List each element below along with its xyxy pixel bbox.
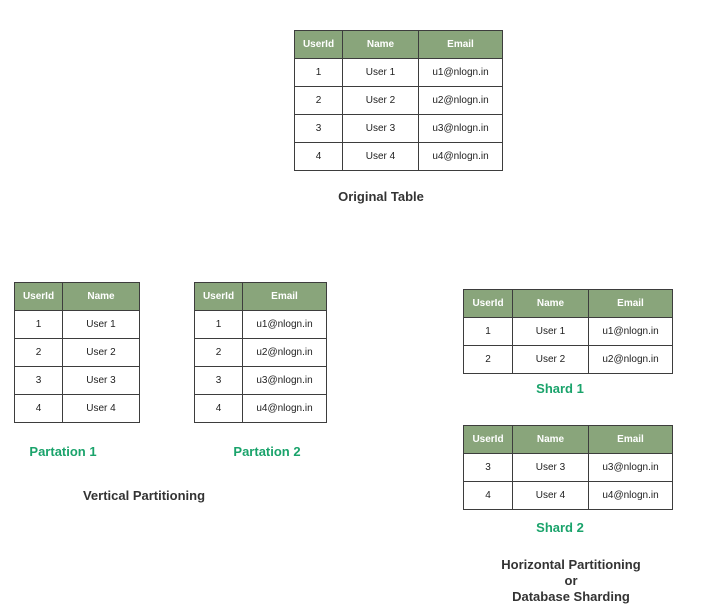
partition1-caption: Partation 1 (29, 444, 97, 459)
table-row: 1 User 1 u1@nlogn.in (294, 58, 503, 87)
horizontal-caption-line1: Horizontal Partitioning (501, 557, 641, 572)
cell-userid: 2 (463, 345, 513, 374)
column-header-name: Name (512, 425, 589, 454)
table-header-row: UserId Name Email (463, 425, 673, 454)
table-row: 4 u4@nlogn.in (194, 394, 327, 423)
cell-userid: 1 (294, 58, 343, 87)
cell-name: User 3 (62, 366, 140, 395)
table-row: 4 User 4 u4@nlogn.in (294, 142, 503, 171)
table-row: 3 u3@nlogn.in (194, 366, 327, 395)
cell-email: u1@nlogn.in (242, 310, 327, 339)
cell-name: User 3 (512, 453, 589, 482)
column-header-userid: UserId (463, 289, 513, 318)
column-header-userid: UserId (14, 282, 63, 311)
cell-userid: 1 (14, 310, 63, 339)
original-table-caption: Original Table (338, 189, 424, 204)
table-row: 4 User 4 (14, 394, 140, 423)
column-header-email: Email (588, 289, 673, 318)
cell-userid: 4 (194, 394, 243, 423)
cell-email: u4@nlogn.in (418, 142, 503, 171)
shard2-table: UserId Name Email 3 User 3 u3@nlogn.in 4… (463, 425, 673, 510)
vertical-partitioning-caption: Vertical Partitioning (82, 488, 206, 503)
table-row: 1 User 1 u1@nlogn.in (463, 317, 673, 346)
horizontal-caption-line2: or (564, 573, 578, 588)
cell-email: u2@nlogn.in (418, 86, 503, 115)
cell-userid: 3 (194, 366, 243, 395)
table-header-row: UserId Name (14, 282, 140, 311)
column-header-email: Email (242, 282, 327, 311)
table-row: 3 User 3 (14, 366, 140, 395)
horizontal-caption-line3: Database Sharding (512, 589, 630, 604)
cell-name: User 2 (342, 86, 419, 115)
cell-userid: 3 (14, 366, 63, 395)
table-row: 2 User 2 u2@nlogn.in (463, 345, 673, 374)
cell-email: u1@nlogn.in (418, 58, 503, 87)
column-header-email: Email (418, 30, 503, 59)
cell-userid: 3 (294, 114, 343, 143)
cell-email: u2@nlogn.in (242, 338, 327, 367)
table-row: 2 User 2 u2@nlogn.in (294, 86, 503, 115)
column-header-userid: UserId (194, 282, 243, 311)
cell-email: u2@nlogn.in (588, 345, 673, 374)
cell-email: u4@nlogn.in (588, 481, 673, 510)
cell-userid: 1 (463, 317, 513, 346)
shard2-caption: Shard 2 (536, 520, 584, 535)
table-header-row: UserId Email (194, 282, 327, 311)
cell-userid: 1 (194, 310, 243, 339)
cell-userid: 2 (194, 338, 243, 367)
partition1-table: UserId Name 1 User 1 2 User 2 3 User 3 4… (14, 282, 140, 423)
column-header-name: Name (62, 282, 140, 311)
partition2-table: UserId Email 1 u1@nlogn.in 2 u2@nlogn.in… (194, 282, 327, 423)
cell-email: u4@nlogn.in (242, 394, 327, 423)
cell-email: u3@nlogn.in (588, 453, 673, 482)
cell-name: User 4 (62, 394, 140, 423)
cell-email: u3@nlogn.in (242, 366, 327, 395)
table-row: 4 User 4 u4@nlogn.in (463, 481, 673, 510)
cell-userid: 2 (294, 86, 343, 115)
table-row: 3 User 3 u3@nlogn.in (463, 453, 673, 482)
original-table: UserId Name Email 1 User 1 u1@nlogn.in 2… (294, 30, 503, 171)
cell-name: User 4 (342, 142, 419, 171)
cell-name: User 1 (512, 317, 589, 346)
table-row: 1 User 1 (14, 310, 140, 339)
cell-userid: 4 (463, 481, 513, 510)
cell-email: u1@nlogn.in (588, 317, 673, 346)
column-header-name: Name (342, 30, 419, 59)
table-header-row: UserId Name Email (463, 289, 673, 318)
table-row: 2 User 2 (14, 338, 140, 367)
table-header-row: UserId Name Email (294, 30, 503, 59)
cell-name: User 2 (512, 345, 589, 374)
table-row: 3 User 3 u3@nlogn.in (294, 114, 503, 143)
cell-name: User 1 (62, 310, 140, 339)
table-row: 1 u1@nlogn.in (194, 310, 327, 339)
cell-name: User 3 (342, 114, 419, 143)
cell-userid: 3 (463, 453, 513, 482)
cell-userid: 4 (14, 394, 63, 423)
column-header-userid: UserId (294, 30, 343, 59)
partition2-caption: Partation 2 (233, 444, 301, 459)
cell-userid: 2 (14, 338, 63, 367)
cell-email: u3@nlogn.in (418, 114, 503, 143)
table-row: 2 u2@nlogn.in (194, 338, 327, 367)
cell-name: User 2 (62, 338, 140, 367)
shard1-caption: Shard 1 (536, 381, 584, 396)
column-header-name: Name (512, 289, 589, 318)
column-header-userid: UserId (463, 425, 513, 454)
cell-name: User 4 (512, 481, 589, 510)
cell-userid: 4 (294, 142, 343, 171)
cell-name: User 1 (342, 58, 419, 87)
column-header-email: Email (588, 425, 673, 454)
horizontal-partitioning-caption: Horizontal Partitioning or Database Shar… (480, 557, 662, 605)
shard1-table: UserId Name Email 1 User 1 u1@nlogn.in 2… (463, 289, 673, 374)
